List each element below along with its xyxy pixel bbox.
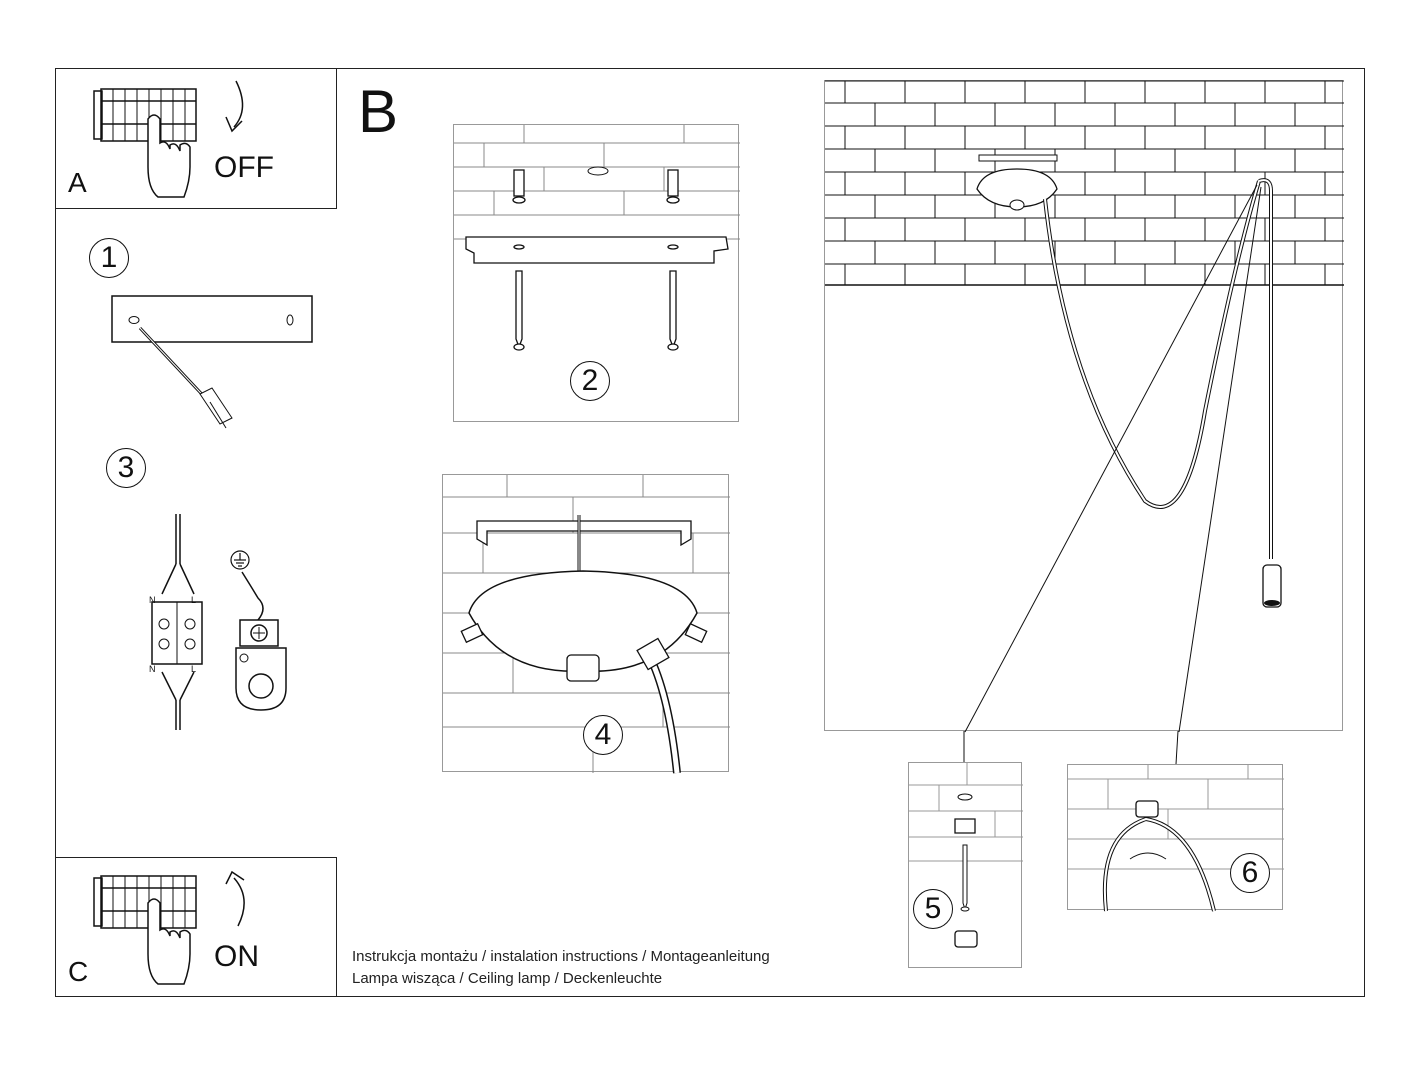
terminal-n-bottom: N	[149, 664, 156, 674]
bracket-drill-drawing	[111, 295, 313, 429]
terminal-block-drawing	[151, 514, 203, 730]
canopy-mounting-drawing	[443, 475, 730, 774]
caption-line-2: Lampa wisząca / Ceiling lamp / Deckenleu…	[352, 970, 663, 987]
screw-icon	[250, 624, 268, 642]
terminal-l-bottom: L	[191, 664, 197, 674]
step-6-badge: 6	[1230, 853, 1270, 893]
arrow-up-icon	[233, 877, 245, 927]
off-label: OFF	[214, 151, 274, 184]
overview-panel	[824, 80, 1344, 733]
section-b-letter: B	[358, 78, 399, 145]
breaker-on-icon	[93, 870, 245, 985]
panel-power-off: A OFF	[55, 68, 337, 209]
step-5-badge: 5	[913, 889, 953, 929]
cable-routing-drawing	[1068, 765, 1284, 912]
step-5-panel: 5	[908, 762, 1023, 968]
step-2-panel: 2	[453, 124, 740, 422]
step-3-badge: 3	[106, 448, 146, 488]
instruction-sheet	[55, 68, 1365, 997]
breaker-off-icon	[93, 80, 244, 198]
arrow-down-icon	[233, 80, 244, 128]
step-a-letter: A	[68, 167, 87, 198]
step-1-badge: 1	[89, 238, 129, 278]
hand-icon	[147, 114, 191, 198]
step-c-letter: C	[68, 956, 89, 987]
ground-terminal-drawing	[230, 550, 287, 711]
terminal-n-top: N	[149, 595, 156, 605]
step-2-badge: 2	[570, 361, 610, 401]
bracket-mounting-drawing	[454, 125, 740, 351]
ceiling-lamp-icon	[825, 80, 1344, 733]
step-4-panel: 4	[442, 474, 730, 774]
screw-fixing-drawing	[909, 763, 1023, 948]
panel-power-on: C ON	[55, 857, 337, 997]
hand-icon	[147, 898, 191, 985]
caption-line-1: Instrukcja montażu / instalation instruc…	[352, 948, 770, 965]
on-label: ON	[214, 940, 259, 973]
ground-icon	[230, 550, 250, 570]
step-6-panel: 6	[1067, 764, 1284, 912]
terminal-l-top: L	[191, 595, 197, 605]
step-4-badge: 4	[583, 715, 623, 755]
